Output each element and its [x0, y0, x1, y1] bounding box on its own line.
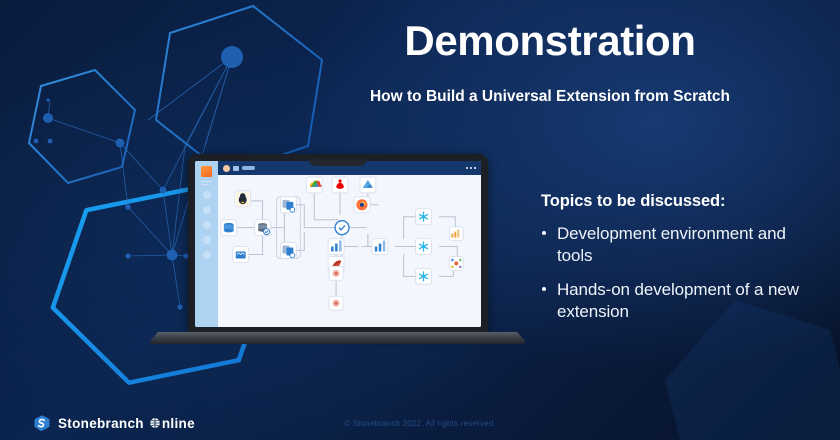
node-database-check-task	[254, 219, 272, 237]
topic-text: Hands-on development of a new extension	[557, 279, 799, 322]
network-lines	[47, 56, 233, 308]
node-sync-gate-task	[334, 220, 350, 236]
laptop-mockup	[150, 154, 525, 364]
node-alert-task-2	[328, 295, 344, 311]
node-snowflake-task-1	[415, 208, 432, 226]
page-title: Demonstration	[404, 17, 696, 64]
bullet-icon	[542, 231, 546, 235]
laptop-trackpad-notch	[308, 159, 367, 166]
hexagon-outline-top	[154, 4, 324, 176]
globe-icon	[149, 417, 161, 429]
node-report-task	[448, 226, 464, 242]
app-logo-icon	[201, 166, 212, 177]
hexagon-glow-bottom-right	[665, 300, 840, 440]
workflow-canvas[interactable]	[218, 175, 481, 327]
brand-primary: Stonebranch	[58, 415, 144, 431]
sidebar-item-5[interactable]	[202, 250, 211, 259]
overflow-menu-icon[interactable]	[465, 166, 476, 170]
node-snowflake-task-2	[415, 238, 432, 255]
stonebranch-hexagon-icon	[34, 415, 50, 432]
workflow-nodes	[220, 176, 464, 311]
node-red-hat-task	[331, 176, 349, 194]
brand-name: Stonebranch nline	[58, 416, 195, 431]
sidebar-item-3[interactable]	[202, 220, 211, 229]
node-alert-task-1	[328, 265, 344, 281]
list-item: Development environment and tools	[541, 223, 811, 268]
topics-block: Topics to be discussed: Development envi…	[541, 192, 811, 335]
laptop-lid	[188, 154, 488, 335]
node-google-cloud-task	[305, 176, 323, 194]
node-file-transfer-task-2	[279, 242, 297, 259]
sidebar-item-4[interactable]	[202, 235, 211, 244]
brand-logo: Stonebranch nline	[33, 414, 195, 432]
app-topbar	[218, 161, 481, 175]
hexagon-outline-left	[27, 68, 137, 185]
node-azure-task	[359, 176, 377, 194]
copyright-text: © Stonebranch 2022. All rights reserved.	[344, 419, 496, 428]
node-file-monitor-task	[232, 246, 250, 263]
brand-secondary: nline	[161, 415, 195, 431]
list-item: Hands-on development of a new extension	[541, 279, 811, 324]
network-nodes	[33, 46, 243, 310]
app-sidebar[interactable]	[195, 161, 218, 327]
node-snowflake-task-3	[415, 267, 432, 285]
topics-heading: Topics to be discussed:	[541, 192, 726, 210]
node-file-transfer-task-1	[279, 196, 297, 214]
bullet-icon	[542, 286, 546, 291]
sidebar-item-1[interactable]	[202, 190, 211, 199]
workflow-diagram	[220, 176, 464, 311]
node-cluster-task	[448, 255, 464, 271]
search-pill[interactable]	[242, 166, 255, 170]
laptop-base	[150, 332, 525, 344]
laptop-screen	[195, 161, 481, 327]
node-database-task	[220, 219, 238, 237]
page-subtitle: How to Build a Universal Extension from …	[369, 88, 731, 105]
node-chart-task-2	[371, 238, 389, 255]
avatar[interactable]	[223, 164, 230, 172]
node-firefox-task	[353, 196, 371, 214]
sidebar-label-lines	[201, 181, 212, 185]
node-chart-task-1	[327, 238, 345, 255]
topic-text: Development environment and tools	[557, 224, 786, 266]
topics-list: Development environment and tools Hands-…	[541, 223, 811, 324]
window-chip-icon[interactable]	[233, 165, 239, 171]
sidebar-item-2[interactable]	[202, 205, 211, 214]
node-linux-task	[234, 190, 252, 208]
